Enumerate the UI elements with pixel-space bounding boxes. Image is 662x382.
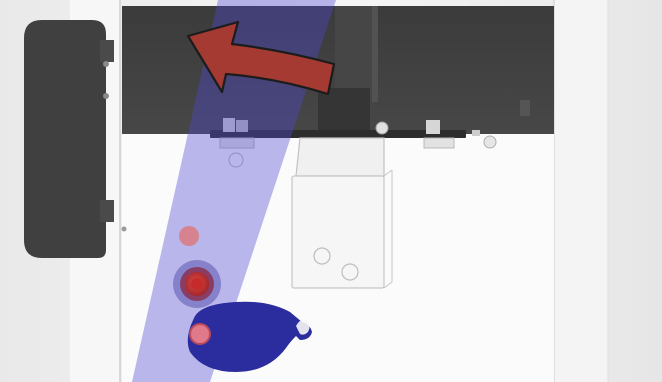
motor-shaft-housing [318, 88, 370, 132]
housing-inner-block [335, 6, 375, 102]
pin-main-center [191, 278, 203, 290]
right-frame-column [554, 0, 608, 382]
bracket-screw-3 [122, 227, 127, 232]
housing-right-bolt [520, 100, 530, 116]
side-bracket-tab [100, 40, 114, 62]
side-bracket [24, 20, 106, 258]
side-bracket-tab-lower [100, 200, 114, 222]
bracket-screw-1 [103, 61, 109, 67]
bracket-screw-2 [103, 93, 109, 99]
pin-faint [179, 226, 199, 246]
lift-block [292, 138, 392, 288]
housing-seam [372, 6, 378, 102]
